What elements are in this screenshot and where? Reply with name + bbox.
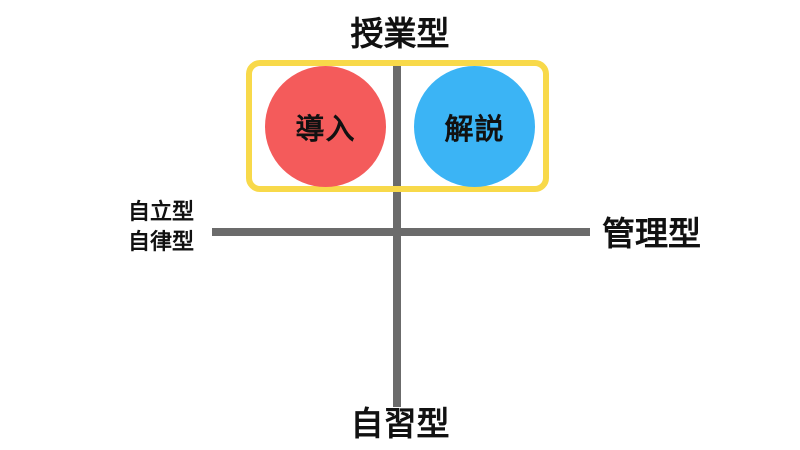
circle-intro-label: 導入 (295, 111, 356, 146)
axis-label-bottom: 自習型 (350, 404, 450, 443)
axis-label-left-line2: 自律型 (128, 230, 195, 255)
axis-label-left-line1: 自立型 (128, 200, 195, 225)
circle-intro: 導入 (265, 66, 386, 187)
axis-label-top: 授業型 (350, 14, 450, 53)
circle-explanation-label: 解説 (444, 111, 505, 146)
circle-explanation: 解説 (414, 66, 535, 187)
axis-label-right: 管理型 (602, 214, 701, 253)
axis-label-left: 自立型 自律型 (128, 198, 194, 258)
highlight-box (246, 60, 549, 192)
horizontal-axis (212, 228, 590, 236)
